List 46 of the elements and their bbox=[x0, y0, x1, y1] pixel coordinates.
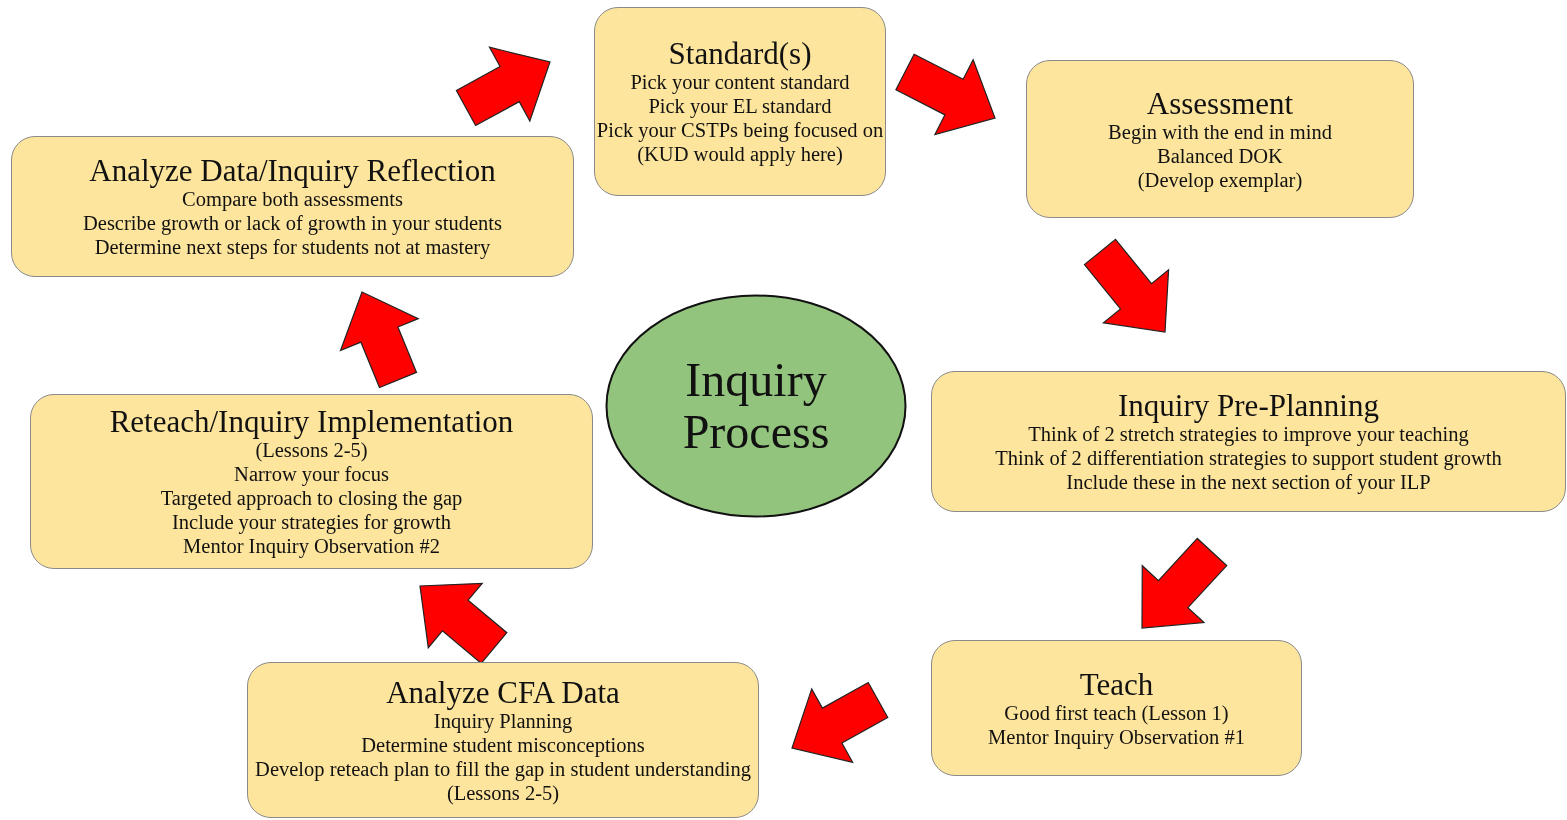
step-box bbox=[931, 640, 1302, 776]
step-box bbox=[247, 662, 759, 818]
step-text: (Develop exemplar) bbox=[1137, 167, 1303, 192]
step-text: Describe growth or lack of growth in your students bbox=[83, 211, 502, 235]
step-text: Determine next steps for students not at mastery bbox=[94, 235, 491, 259]
step-text: (Lessons 2-5) bbox=[255, 439, 368, 462]
step-text: Think of 2 stretch strategies to improve your teaching bbox=[1028, 423, 1469, 446]
step-text: Include these in the next section of your ILP bbox=[1066, 470, 1431, 494]
step-text: Good first teach (Lesson 1) bbox=[1004, 700, 1229, 725]
step-text: Begin with the end in mind bbox=[1108, 119, 1332, 144]
step-box bbox=[594, 7, 886, 196]
center-ellipse bbox=[605, 294, 907, 518]
step-text: Inquiry Planning bbox=[433, 709, 573, 733]
step-text: Compare both assessments bbox=[182, 188, 403, 211]
step-text: Include your strategies for growth bbox=[172, 510, 451, 534]
step-text: Narrow your focus bbox=[234, 462, 389, 486]
step-text: Pick your EL standard bbox=[648, 94, 832, 118]
step-heading: Analyze CFA Data bbox=[386, 675, 620, 709]
step-text: Think of 2 differentiation strategies to support student growth bbox=[995, 446, 1502, 470]
step-text: Mentor Inquiry Observation #1 bbox=[988, 725, 1245, 749]
block-arrow bbox=[455, 46, 551, 127]
step-heading: Reteach/Inquiry Implementation bbox=[109, 405, 514, 438]
step-heading: Teach bbox=[1079, 667, 1154, 701]
step-text: Pick your content standard bbox=[630, 71, 850, 94]
step-text: (KUD would apply here) bbox=[637, 142, 843, 166]
step-heading: Inquiry Process bbox=[681, 354, 831, 458]
block-arrow bbox=[339, 291, 420, 389]
step-text: Balanced DOK bbox=[1157, 144, 1283, 168]
step-heading: Standard(s) bbox=[668, 37, 812, 70]
block-arrow bbox=[419, 582, 508, 665]
block-arrow bbox=[895, 53, 996, 136]
step-text: Targeted approach to closing the gap bbox=[160, 486, 463, 510]
step-text: Pick your CSTPs being focused on bbox=[596, 118, 884, 142]
step-heading: Assessment bbox=[1146, 86, 1294, 120]
step-text: Mentor Inquiry Observation #2 bbox=[183, 534, 440, 558]
step-heading: Inquiry Pre-Planning bbox=[1118, 389, 1379, 422]
block-arrow bbox=[1083, 238, 1170, 333]
block-arrow bbox=[1141, 537, 1228, 629]
step-box bbox=[11, 136, 574, 277]
step-box bbox=[30, 394, 593, 569]
step-heading: Analyze Data/Inquiry Reflection bbox=[89, 154, 496, 187]
step-box bbox=[1026, 60, 1414, 218]
block-arrow bbox=[791, 681, 889, 764]
step-box bbox=[931, 371, 1566, 512]
step-text: Determine student misconceptions bbox=[361, 733, 645, 757]
step-text: Develop reteach plan to fill the gap in student understanding (Lessons 2-5) bbox=[254, 757, 752, 805]
